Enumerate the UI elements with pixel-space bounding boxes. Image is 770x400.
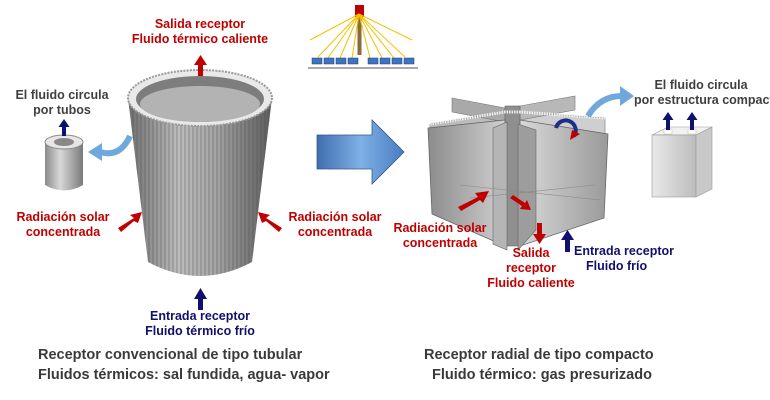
left-outlet-label: Salida receptor Fluido térmico caliente	[120, 17, 280, 47]
label-line: Radiación solar	[16, 210, 110, 224]
radial-outlet-arrow	[533, 223, 546, 244]
label-line: Fluido térmico caliente	[131, 32, 269, 46]
label-line: El fluido circula	[15, 88, 109, 102]
label-line: Salida	[512, 246, 550, 260]
label-line: por tubos	[33, 103, 91, 117]
tube-zoom-arrow	[88, 134, 133, 161]
label-line: Fluido térmico frío	[145, 324, 255, 338]
caption-line: Receptor radial de tipo compacto	[424, 347, 654, 363]
hot-outlet-arrow	[194, 55, 207, 76]
right-caption: Receptor radial de tipo compacto Fluido …	[424, 345, 654, 385]
radial-radiation-arrows	[458, 191, 531, 211]
caption-line: Fluidos térmicos: sal fundida, agua- vap…	[38, 367, 330, 383]
tube-note-label: El fluido circula por tubos	[6, 88, 118, 118]
label-line: Fluido frío	[586, 259, 648, 273]
label-line: Radiación solar	[393, 221, 487, 235]
label-line: receptor	[505, 261, 557, 275]
left-caption: Receptor convencional de tipo tubular Fl…	[38, 345, 330, 385]
radial-inlet-label: Entrada receptor Fluido frío	[574, 244, 682, 274]
radial-radiation-label: Radiación solar concentrada	[384, 221, 496, 251]
radial-compact-receptor	[427, 95, 609, 251]
caption-line: Receptor convencional de tipo tubular	[38, 347, 303, 363]
label-line: Entrada receptor	[574, 244, 675, 258]
caption-line: Fluido térmico: gas presurizado	[432, 367, 652, 383]
label-line: Salida receptor	[154, 17, 246, 31]
label-line: concentrada	[402, 236, 478, 250]
radial-inlet-arrow	[561, 230, 574, 252]
radial-outlet-label: Salida receptor Fluido caliente	[478, 246, 584, 291]
left-radiation-label: Radiación solar concentrada	[8, 210, 118, 240]
label-line: concentrada	[297, 225, 373, 239]
tubular-receptor-cylinder	[127, 69, 273, 276]
compact-note-label: El fluido circula por estructura compact…	[634, 78, 770, 108]
transition-arrow	[316, 119, 405, 185]
radiation-arrow-left	[118, 212, 142, 232]
tube-detail-cylinder	[44, 119, 84, 191]
label-line: Fluido caliente	[487, 276, 575, 290]
label-line: El fluido circula	[654, 78, 748, 92]
label-line: por estructura compacta	[634, 93, 770, 107]
compact-structure-box	[651, 112, 713, 198]
right-radiation-label: Radiación solar concentrada	[280, 210, 390, 240]
heliostat-field-icon	[308, 5, 418, 69]
cold-inlet-arrow	[194, 288, 207, 310]
label-line: Radiación solar	[288, 210, 382, 224]
label-line: Entrada receptor	[149, 309, 251, 323]
label-line: concentrada	[25, 225, 101, 239]
left-inlet-label: Entrada receptor Fluido térmico frío	[130, 309, 270, 339]
radiation-arrow-right	[258, 212, 282, 232]
compact-zoom-arrow	[585, 86, 634, 118]
